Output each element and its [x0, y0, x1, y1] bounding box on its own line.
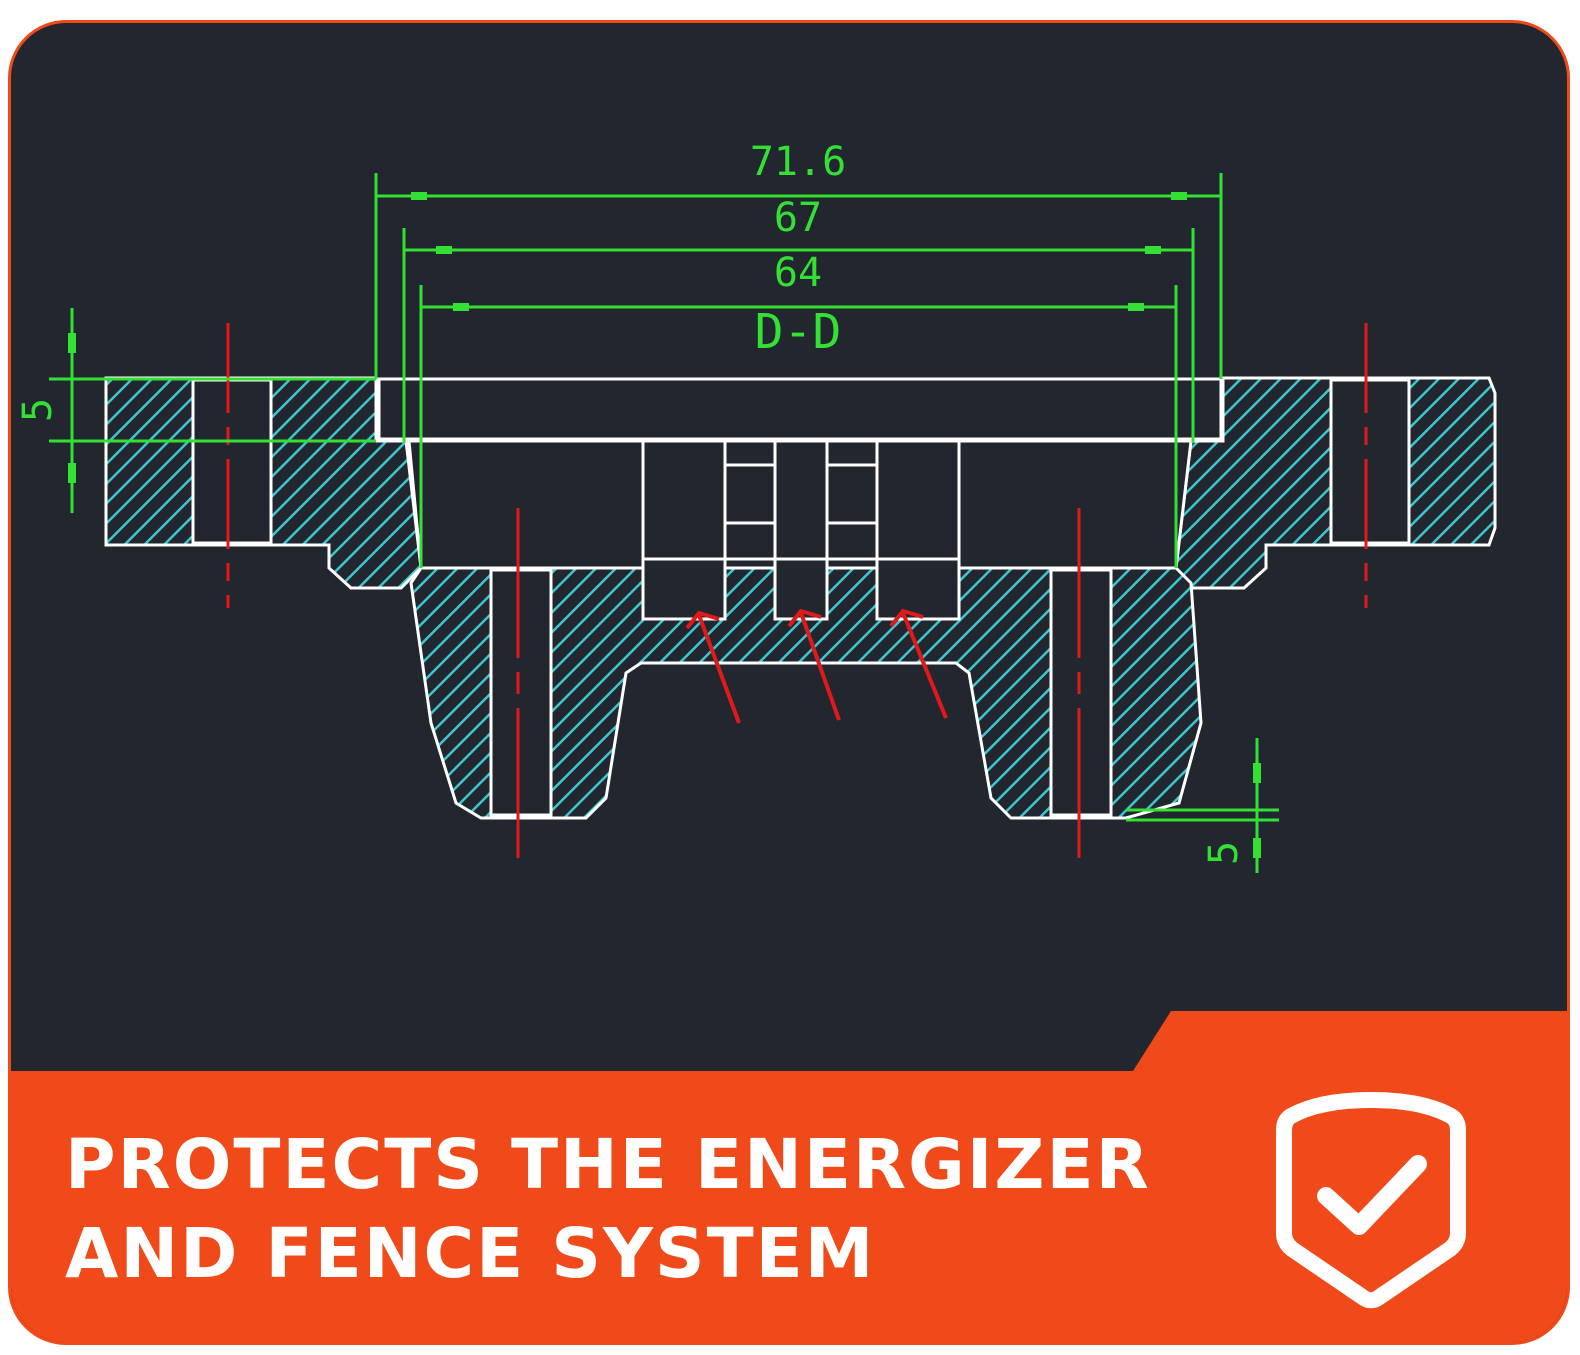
orange-banner	[11, 1011, 1567, 1342]
feature-card: 71.6 67 64 D-D 5 5 PROTECTS THE ENERGIZE…	[8, 20, 1570, 1345]
dimension-label-outer: 71.6	[750, 139, 846, 185]
dimension-label-left-height: 5	[15, 398, 61, 422]
centerlines	[226, 323, 1368, 871]
banner-headline-line-2: AND FENCE SYSTEM	[65, 1214, 876, 1294]
dimension-label-middle: 67	[774, 195, 822, 241]
pointer-arrows	[685, 608, 948, 724]
bolt-holes	[191, 378, 1411, 817]
dimension-label-inner: 64	[774, 250, 822, 296]
banner-headline: PROTECTS THE ENERGIZER AND FENCE SYSTEM	[65, 1121, 1225, 1299]
dimension-label-right-height: 5	[1201, 841, 1247, 865]
section-label: D-D	[755, 304, 842, 360]
inner-cavity	[377, 377, 1223, 621]
cad-cross-section-drawing: 71.6 67 64 D-D 5 5	[11, 139, 1567, 1342]
banner-headline-line-1: PROTECTS THE ENERGIZER	[65, 1125, 1151, 1205]
shield-check-icon	[1276, 1092, 1466, 1309]
dimension-lines	[49, 173, 1279, 873]
